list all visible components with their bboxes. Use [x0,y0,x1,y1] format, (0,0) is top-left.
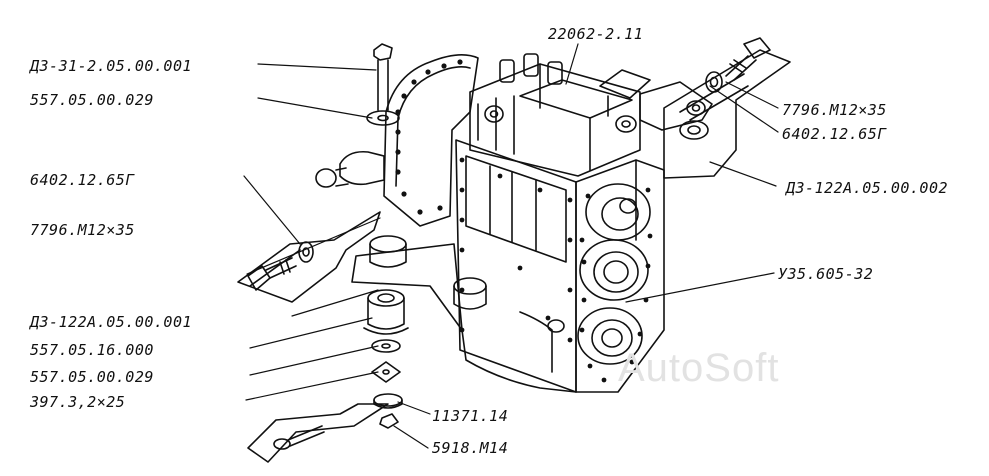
label-557-washer-top: 557.05.00.029 [30,91,154,109]
watermark: AutoSoft [618,346,780,390]
right-bracket [663,37,791,179]
bottom-bracket [247,403,389,463]
gearbox-housing [315,53,713,393]
label-22062: 22062-2.11 [548,25,644,43]
label-11371: 11371.14 [432,407,509,425]
label-dz122-001: ДЗ-122А.05.00.001 [30,313,193,331]
label-6402-right: 6402.12.65Г [782,125,887,143]
label-7796-left: 7796.М12×35 [30,221,135,239]
mount-stack [363,289,409,429]
label-6402-left: 6402.12.65Г [30,171,135,189]
label-557-mount: 557.05.16.000 [30,341,154,359]
top-bolt [366,43,400,126]
label-5918: 5918.М14 [432,439,509,457]
label-557-washer-bottom: 557.05.00.029 [30,368,154,386]
label-dz122-002: ДЗ-122А.05.00.002 [786,179,949,197]
label-u35: У35.605-32 [778,265,874,283]
label-7796-right: 7796.М12×35 [782,101,887,119]
label-397-pin: 397.3,2×25 [30,393,126,411]
left-bracket [237,211,381,303]
leader-lines [243,43,779,449]
label-dz31-bolt: ДЗ-31-2.05.00.001 [30,57,193,75]
